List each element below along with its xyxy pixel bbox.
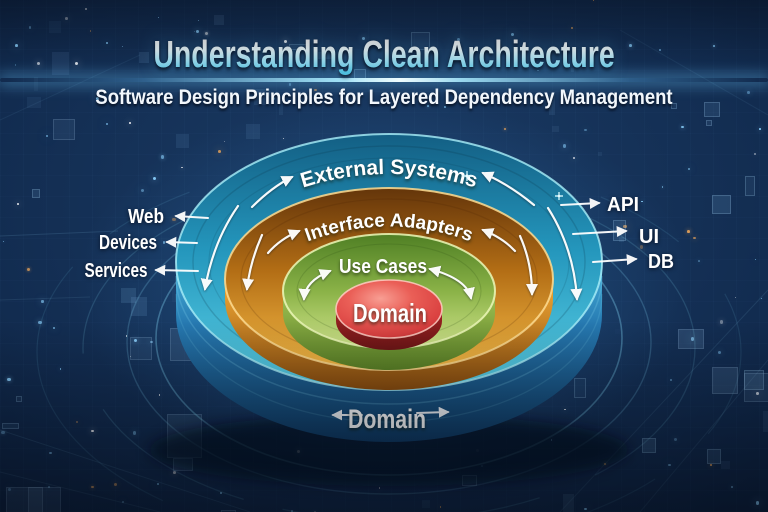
label-ui: UI xyxy=(639,226,659,248)
page-subtitle: Software Design Principles for Layered D… xyxy=(95,86,673,109)
label-db: DB xyxy=(648,251,674,273)
label-web: Web xyxy=(128,206,164,228)
label-api: API xyxy=(607,194,639,216)
label-services: Services xyxy=(85,260,148,282)
label-domain-core: Domain xyxy=(353,298,427,328)
label-devices: Devices xyxy=(99,232,157,254)
page-title: Understanding Clean Architecture xyxy=(96,34,672,77)
label-domain-base: Domain xyxy=(348,404,426,434)
label-use-cases: Use Cases xyxy=(339,256,427,278)
